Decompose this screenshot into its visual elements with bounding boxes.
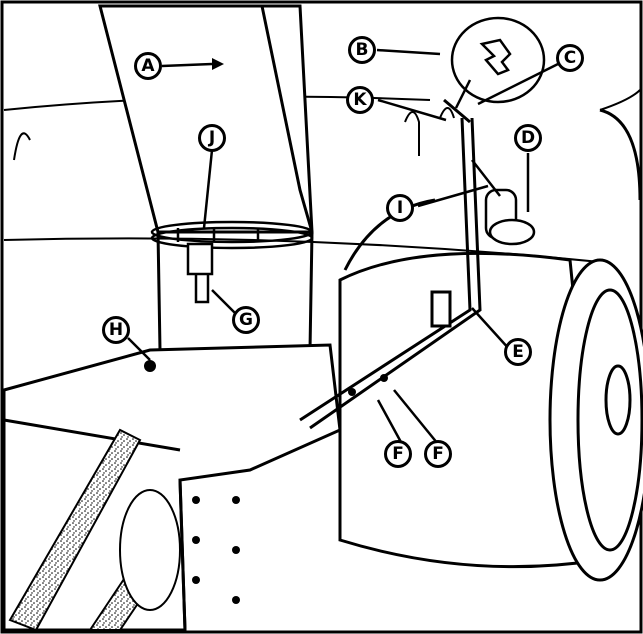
- rod-bolts: [348, 374, 388, 396]
- control-rod: [299, 98, 482, 430]
- callout-b: B: [348, 36, 376, 64]
- spring-assembly: [471, 159, 536, 246]
- callout-h: H: [102, 316, 130, 344]
- callout-i: I: [386, 194, 414, 222]
- frame-bolts: [144, 360, 240, 604]
- callout-a: A: [134, 52, 162, 80]
- callout-j: J: [198, 124, 226, 152]
- drive-belt: [8, 428, 181, 632]
- leader-lines: [127, 48, 559, 445]
- hole-h: [144, 360, 156, 372]
- callout-f-right: F: [424, 440, 452, 468]
- chute-clamp: [150, 220, 314, 304]
- callout-e: E: [504, 338, 532, 366]
- callout-k: K: [346, 86, 374, 114]
- background-housing: [3, 89, 641, 263]
- callout-c: C: [556, 44, 584, 72]
- callout-g: G: [232, 306, 260, 334]
- callout-f-left: F: [384, 440, 412, 468]
- discharge-chute: [98, 4, 314, 351]
- frame-body: [2, 343, 342, 632]
- callout-d: D: [514, 124, 542, 152]
- clip-inset: [450, 16, 546, 109]
- auger-housing: [338, 108, 643, 582]
